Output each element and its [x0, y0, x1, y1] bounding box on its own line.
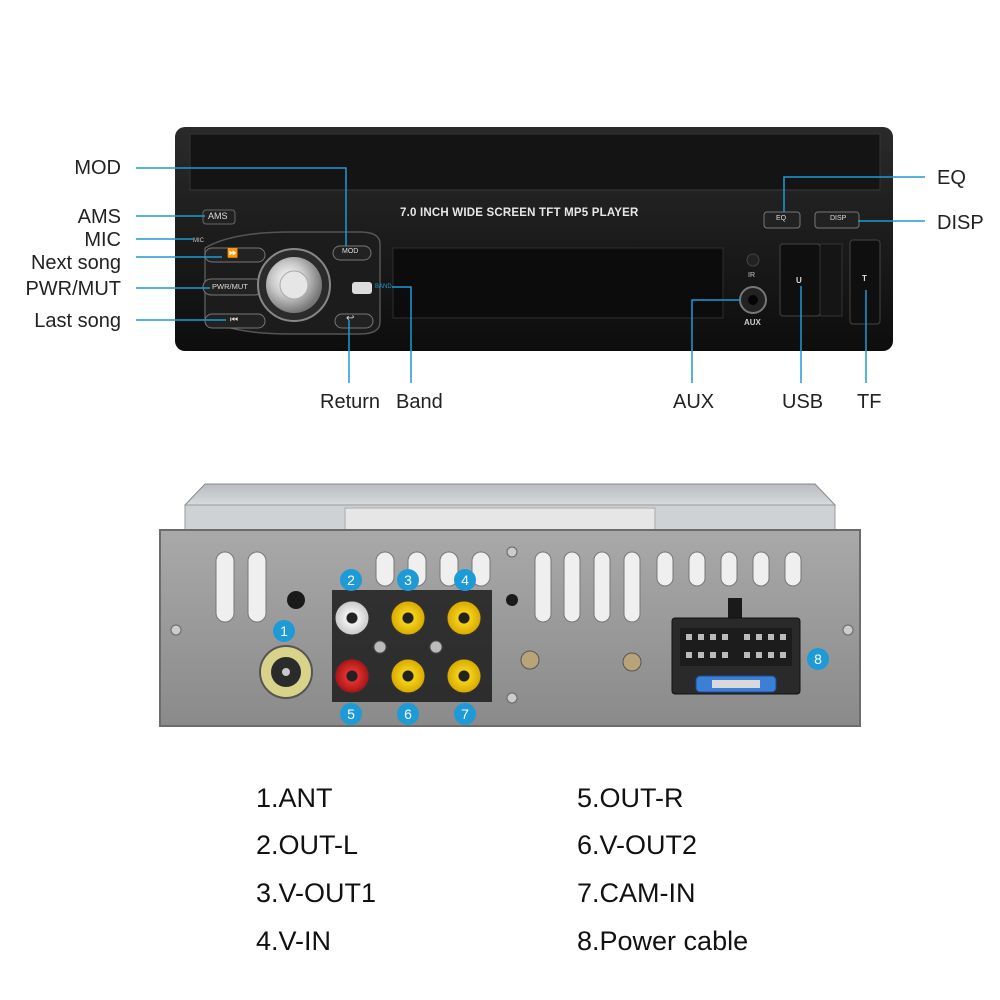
- legend-item-cam-in: 7.CAM-IN: [577, 878, 696, 908]
- callout-band: Band: [396, 391, 443, 413]
- marker-2: 2: [340, 569, 362, 591]
- legend-item-ant: 1.ANT: [256, 783, 333, 813]
- callout-last-song: Last song: [34, 310, 121, 332]
- band-button[interactable]: BAND: [375, 284, 392, 290]
- callout-eq: EQ: [937, 167, 966, 189]
- model-text: 7.0 INCH WIDE SCREEN TFT MP5 PLAYER: [400, 207, 639, 219]
- usb-port-label[interactable]: U: [796, 276, 802, 285]
- callout-pwr-mut: PWR/MUT: [25, 278, 121, 300]
- return-icon[interactable]: ↩: [346, 313, 355, 324]
- marker-6: 6: [397, 703, 419, 725]
- callout-disp: DISP: [937, 212, 984, 234]
- marker-8: 8: [807, 648, 829, 670]
- callout-mic: MIC: [84, 229, 121, 251]
- legend-item-out-r: 5.OUT-R: [577, 783, 684, 813]
- aux-jack-label: AUX: [744, 318, 761, 327]
- ir-sensor-label: IR: [748, 272, 755, 279]
- legend-item-out-l: 2.OUT-L: [256, 830, 359, 860]
- marker-5: 5: [340, 703, 362, 725]
- marker-1: 1: [273, 620, 295, 642]
- legend-item-v-out1: 3.V-OUT1: [256, 878, 377, 908]
- ams-button[interactable]: AMS: [208, 211, 228, 221]
- pwr-mut-button[interactable]: PWR/MUT: [212, 282, 248, 291]
- legend-item-v-in: 4.V-IN: [256, 926, 332, 956]
- legend-item-v-out2: 6.V-OUT2: [577, 830, 698, 860]
- callout-ams: AMS: [77, 206, 121, 228]
- callout-return: Return: [320, 391, 381, 413]
- marker-4: 4: [454, 569, 476, 591]
- mod-button[interactable]: MOD: [342, 248, 359, 255]
- last-song-icon[interactable]: ⏮: [230, 314, 239, 324]
- marker-7: 7: [454, 703, 476, 725]
- disp-button[interactable]: DISP: [830, 215, 847, 222]
- marker-3: 3: [397, 569, 419, 591]
- callout-aux: AUX: [673, 391, 715, 413]
- eq-button[interactable]: EQ: [776, 215, 787, 222]
- next-song-icon[interactable]: ⏩: [227, 248, 239, 258]
- tf-slot-label[interactable]: T: [862, 274, 867, 283]
- callout-mod: MOD: [74, 157, 121, 179]
- callout-next-song: Next song: [30, 252, 121, 274]
- callout-tf: TF: [857, 391, 882, 413]
- legend-item-power-cable: 8.Power cable: [577, 926, 749, 956]
- mic-mark: MIC: [193, 238, 204, 244]
- callout-usb: USB: [782, 391, 824, 413]
